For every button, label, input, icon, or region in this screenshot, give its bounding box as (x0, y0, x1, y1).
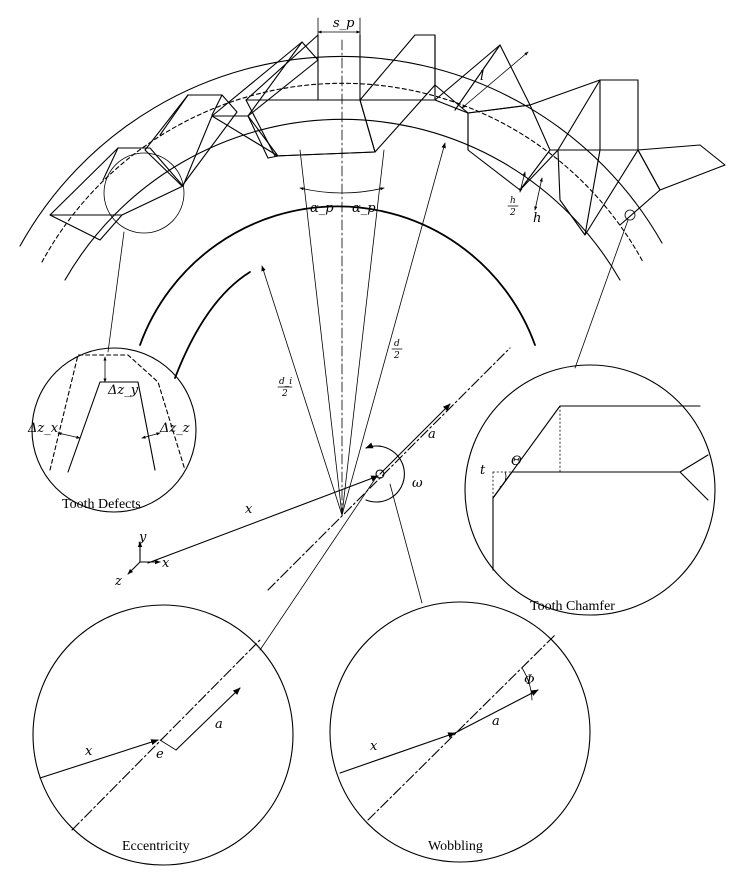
tooth-9 (637, 144, 726, 191)
axis-y-label: y (138, 530, 147, 545)
tooth-1 (49, 147, 184, 216)
gear-teeth (49, 34, 726, 241)
tooth-2-edge (159, 94, 223, 136)
tooth-defects-inset: Δz_y Δz_x Δz_z Tooth Defects (27, 152, 197, 513)
alpha-left-label: α_p (310, 201, 334, 216)
bore-circle (139, 205, 536, 346)
teeth-root-lines (182, 115, 559, 191)
wob-vec-x-label: x (370, 739, 378, 754)
di-over-2-num: d_i (279, 377, 292, 387)
h-half-num: h (510, 196, 516, 206)
ecc-vec-a-label: a (215, 717, 223, 732)
axis-z-label: z (114, 574, 122, 589)
h-label: h (533, 211, 541, 226)
caption-wobbling: Wobbling (428, 839, 483, 854)
alpha-angles: α_p α_p (299, 149, 385, 516)
vec-x-label: x (245, 502, 253, 517)
dz-y-label: Δz_y (107, 383, 139, 398)
tooth-4 (245, 99, 376, 157)
caption-tooth-chamfer: Tooth Chamfer (530, 599, 615, 614)
eccentricity-inset: x a e Eccentricity (32, 475, 378, 866)
tooth-1-edge (49, 147, 123, 241)
radii: d 2 d_i 2 (261, 142, 446, 516)
wobbling-inset: x a Φ Wobbling (329, 483, 591, 863)
theta-label: Θ (511, 454, 522, 469)
d-over-2-den: 2 (393, 351, 400, 361)
coordinate-triad: y x z (114, 530, 170, 589)
bore-inner-arc (174, 271, 251, 379)
gear-rings (19, 55, 663, 379)
tooth-3 (211, 41, 319, 157)
wob-vec-a-label: a (492, 714, 500, 729)
dz-z-label: Δz_z (159, 421, 190, 436)
l-dimension: l (461, 51, 529, 109)
sp-dimension: s_p (317, 16, 361, 101)
tooth-8-edge (584, 149, 639, 236)
caption-eccentricity: Eccentricity (122, 839, 190, 854)
kinematics: a x ω (147, 347, 511, 591)
tooth-7-edge (529, 79, 601, 151)
tooth-3-edge (211, 41, 303, 159)
tooth-2 (144, 94, 238, 187)
vec-a-label: a (428, 427, 436, 442)
pitch-circle (41, 82, 644, 263)
caption-tooth-defects: Tooth Defects (62, 497, 141, 512)
tooth-6-edge (454, 44, 501, 151)
root-circle (64, 118, 621, 281)
h-half-den: 2 (509, 208, 516, 218)
axis-x-label: x (162, 556, 170, 571)
e-label: e (156, 747, 164, 762)
h-dimension: h 2 h (507, 171, 543, 226)
omega-label: ω (412, 476, 423, 491)
phi-label: Φ (524, 673, 535, 688)
t-label: t (480, 463, 486, 478)
tooth-chamfer-inset: t Θ Tooth Chamfer (464, 209, 716, 616)
dz-x-label: Δz_x (27, 421, 59, 436)
tooth-9-edge (619, 149, 661, 226)
l-label: l (480, 69, 484, 84)
tooth-7 (467, 104, 551, 191)
sp-label: s_p (333, 16, 355, 31)
di-over-2-den: 2 (281, 389, 288, 399)
ecc-vec-x-label: x (85, 744, 93, 759)
alpha-right-label: α_p (352, 201, 376, 216)
tooth-4-edge (245, 34, 361, 101)
d-over-2-num: d (394, 339, 400, 349)
